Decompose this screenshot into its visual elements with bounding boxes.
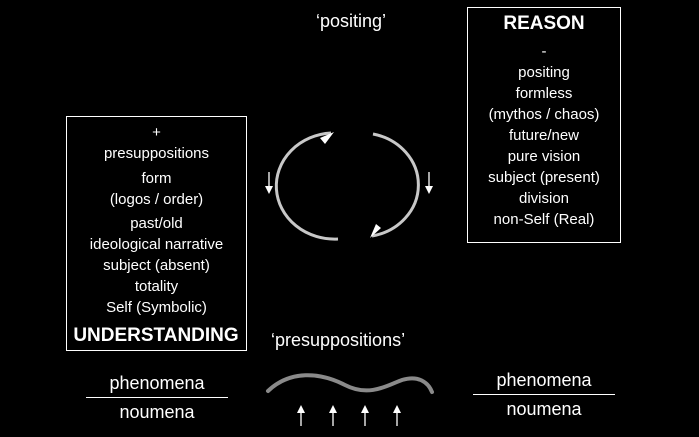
- fraction-right-denominator: noumena: [506, 399, 582, 419]
- cycle-arc-right: [371, 132, 420, 238]
- reason-line-vision: pure vision: [507, 148, 581, 165]
- reason-line-sign: -: [541, 43, 547, 60]
- understanding-line-sign: +: [152, 124, 161, 141]
- reason-line-formless: formless: [515, 85, 573, 102]
- fraction-left-bar: [86, 397, 228, 398]
- cycle-arrowhead-top: [320, 132, 334, 144]
- positing-label: ‘positing’: [316, 11, 387, 31]
- understanding-line-subject: subject (absent): [103, 257, 210, 274]
- reason-line-nonself: non-Self (Real): [493, 211, 595, 228]
- cycle-arrowhead-bottom: [370, 224, 381, 238]
- understanding-line-form: form: [141, 170, 172, 187]
- fraction-left: phenomena noumena: [86, 371, 228, 424]
- reason-title: REASON: [503, 13, 585, 34]
- understanding-line-past: past/old: [130, 215, 183, 232]
- reason-line-subject: subject (present): [488, 169, 600, 186]
- fraction-right: phenomena noumena: [473, 368, 615, 421]
- understanding-line-self: Self (Symbolic): [106, 299, 207, 316]
- understanding-box: + presuppositions form (logos / order) p…: [66, 116, 247, 351]
- wave-line: [266, 373, 434, 394]
- reason-line-mythos: (mythos / chaos): [488, 106, 600, 123]
- fraction-right-numerator: phenomena: [496, 370, 592, 390]
- reason-line-division: division: [518, 190, 570, 207]
- reason-box: REASON - positing formless (mythos / cha…: [467, 7, 621, 243]
- understanding-line-logos: (logos / order): [109, 191, 204, 208]
- understanding-line-narrative: ideological narrative: [89, 236, 224, 253]
- fraction-left-denominator: noumena: [119, 402, 195, 422]
- fraction-right-bar: [473, 394, 615, 395]
- understanding-line-presuppositions: presuppositions: [103, 145, 210, 162]
- understanding-title: UNDERSTANDING: [73, 325, 239, 346]
- presuppositions-label: ‘presuppositions’: [271, 330, 406, 350]
- cycle-arc-left: [274, 131, 339, 241]
- fraction-left-numerator: phenomena: [109, 373, 205, 393]
- reason-line-positing: positing: [518, 64, 570, 81]
- understanding-line-totality: totality: [134, 278, 179, 295]
- reason-line-future: future/new: [508, 127, 580, 144]
